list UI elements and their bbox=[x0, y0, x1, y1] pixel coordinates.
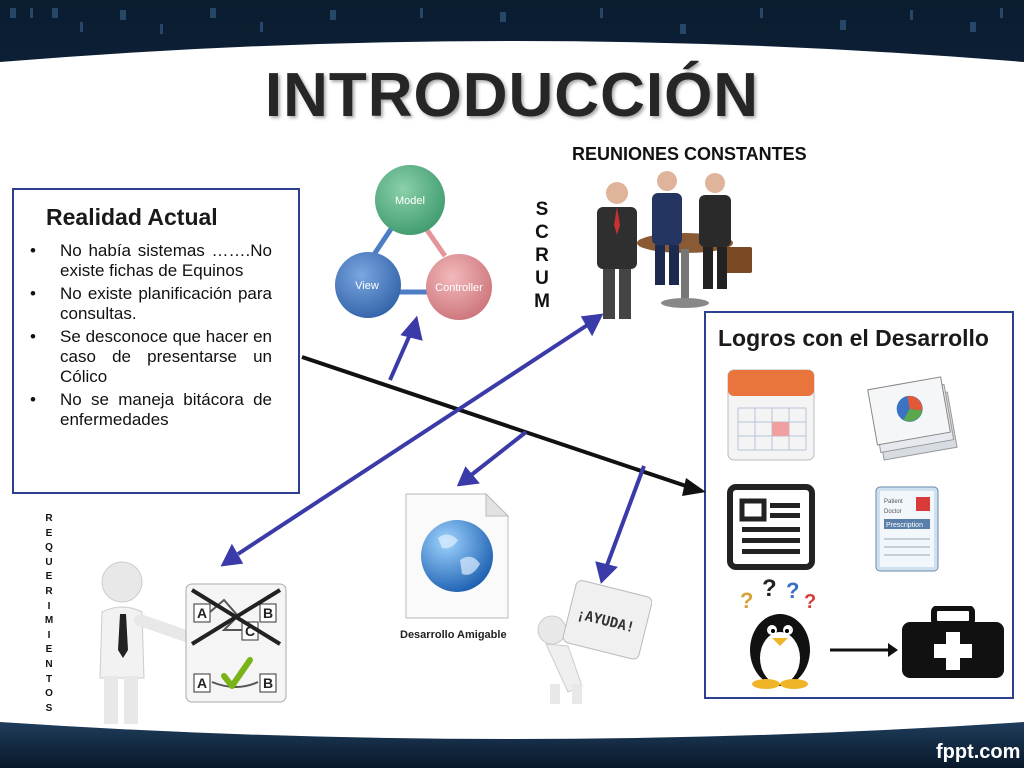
realidad-item-1: No había sistemas …….No existe fichas de… bbox=[30, 241, 272, 281]
realidad-actual-list: No había sistemas …….No existe fichas de… bbox=[14, 241, 272, 430]
arrow-requerimientos-head bbox=[220, 543, 244, 567]
requerimientos-letter: S bbox=[45, 702, 53, 714]
controller-circle bbox=[426, 254, 492, 320]
report-stack-icon bbox=[867, 376, 958, 461]
desarrollo-amigable-label: Desarrollo Amigable bbox=[400, 629, 507, 641]
calendar-icon bbox=[727, 369, 815, 461]
svg-text:?: ? bbox=[786, 578, 799, 603]
requerimientos-letter: E bbox=[45, 527, 53, 539]
prescription-patient: Patient bbox=[884, 499, 903, 505]
scrum-letter: U bbox=[535, 268, 549, 289]
svg-text:?: ? bbox=[804, 591, 816, 613]
svg-text:?: ? bbox=[762, 575, 777, 602]
svg-text:?: ? bbox=[740, 588, 753, 613]
arrow-to-mvc bbox=[388, 329, 414, 381]
board-b1: B bbox=[263, 605, 273, 621]
requerimientos-letter: I bbox=[47, 629, 51, 641]
requerimientos-letter: E bbox=[45, 644, 53, 656]
mvc-diagram: Model View Controller bbox=[335, 165, 492, 320]
arrow-to-ayuda-head bbox=[595, 561, 618, 584]
board-a1: A bbox=[197, 605, 207, 621]
requerimientos-letter: U bbox=[45, 556, 53, 568]
arrow-scrum-head bbox=[580, 313, 604, 337]
main-arrow-head bbox=[682, 478, 706, 496]
arrow-to-web-head bbox=[456, 466, 480, 487]
realidad-actual-box: Realidad Actual No había sistemas …….No … bbox=[12, 188, 300, 494]
scrum-letter: M bbox=[534, 291, 550, 312]
board-a2: A bbox=[197, 675, 207, 691]
slide-title: INTRODUCCIÓN bbox=[264, 61, 760, 130]
model-label: Model bbox=[395, 195, 425, 207]
realidad-item-2: No existe planificación para consultas. bbox=[30, 284, 272, 324]
board-b2: B bbox=[263, 675, 273, 691]
main-arrow-line bbox=[301, 355, 693, 490]
reuniones-label: REUNIONES CONSTANTES bbox=[572, 144, 807, 164]
requerimientos-letter: Q bbox=[45, 542, 53, 554]
arrow-controller-model bbox=[424, 228, 448, 258]
penguin-question-icon: ? ? ? ? bbox=[740, 575, 816, 689]
board-c1: C bbox=[245, 623, 255, 639]
prescription-icon: Patient Doctor Prescription bbox=[875, 486, 939, 572]
help-box-figure-image: ¡AYUDA! bbox=[537, 580, 652, 704]
scrum-letter: C bbox=[535, 222, 549, 243]
document-icon bbox=[727, 484, 815, 570]
presenter-figure-image bbox=[99, 561, 190, 724]
requerimientos-letter: O bbox=[45, 688, 53, 700]
arrow-requerimientos-scrum bbox=[236, 320, 594, 556]
meeting-people-image bbox=[597, 171, 752, 319]
requerimientos-letter: M bbox=[44, 615, 54, 627]
requerimientos-letter: R bbox=[45, 513, 53, 524]
realidad-item-4: No se maneja bitácora de enfermedades bbox=[30, 390, 272, 430]
requerimientos-letter: N bbox=[45, 658, 53, 670]
arrow-view-model bbox=[370, 224, 396, 258]
realidad-item-3: Se desconoce que hacer en caso de presen… bbox=[30, 327, 272, 387]
view-label: View bbox=[355, 280, 379, 292]
checkmark-icon bbox=[221, 657, 253, 689]
arrow-to-ayuda bbox=[604, 465, 646, 569]
requerimientos-letter: I bbox=[47, 600, 51, 612]
logros-title: Logros con el Desarrollo bbox=[718, 325, 989, 351]
arrow-to-mvc-head bbox=[400, 315, 423, 341]
prescription-label: Prescription bbox=[886, 522, 923, 529]
prescription-doctor: Doctor bbox=[884, 509, 902, 515]
requerimientos-letter: R bbox=[45, 585, 53, 597]
model-circle bbox=[375, 165, 445, 235]
view-circle bbox=[335, 252, 401, 318]
requerimientos-letter: T bbox=[45, 673, 53, 685]
globe-document-icon bbox=[405, 492, 510, 619]
first-aid-kit-icon bbox=[902, 606, 1004, 678]
scrum-letter: S bbox=[535, 199, 549, 220]
scrum-letter: R bbox=[535, 245, 549, 266]
arrow-right-icon bbox=[830, 643, 898, 657]
realidad-actual-title: Realidad Actual bbox=[46, 204, 218, 230]
requerimientos-letter: E bbox=[45, 571, 53, 583]
controller-label: Controller bbox=[435, 282, 483, 294]
binary-pattern bbox=[10, 8, 1003, 34]
process-board-image: A B C A B bbox=[185, 583, 287, 703]
brand-label: fppt.com bbox=[936, 741, 1021, 763]
arrow-to-web bbox=[468, 430, 528, 478]
